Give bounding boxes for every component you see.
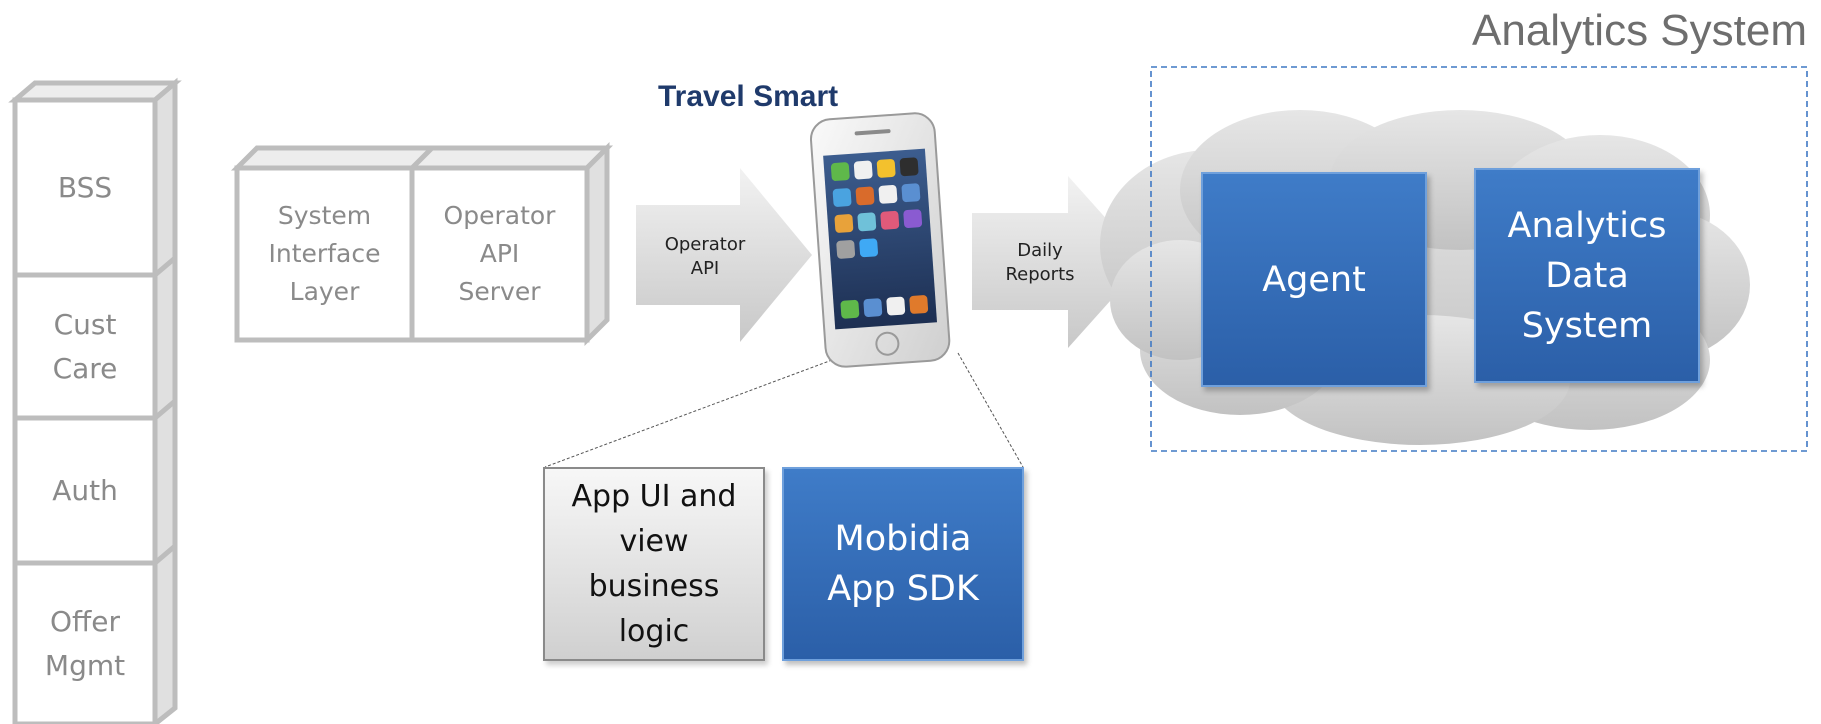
analytics-data-system-box: Analytics Data System: [1474, 168, 1700, 383]
auth-label: Auth: [52, 473, 118, 507]
travel-smart-title: Travel Smart: [658, 80, 839, 113]
daily-reports-arrow-label: Daily Reports: [1005, 240, 1075, 285]
middle-boxes-frame: [230, 141, 614, 347]
agent-box: Agent: [1201, 172, 1427, 387]
callout-line-left: [544, 359, 833, 468]
mobidia-sdk-label: Mobidia App SDK: [827, 519, 979, 609]
bss-label: BSS: [57, 170, 113, 204]
operator-api-arrow-label: Operator API: [664, 234, 746, 279]
system-interface-layer-label: System Interface Layer: [268, 201, 381, 306]
offer-mgmt-label: Offer Mgmt: [44, 604, 126, 682]
app-icons: [830, 157, 929, 319]
app-ui-box: App UI and view business logic: [543, 467, 765, 661]
operator-api-arrow: [636, 168, 812, 342]
agent-label: Agent: [1262, 259, 1366, 300]
mobidia-sdk-box: Mobidia App SDK: [782, 467, 1024, 661]
cust-care-label: Cust Care: [52, 307, 118, 385]
analytics-data-system-label: Analytics Data System: [1507, 205, 1667, 346]
smartphone-icon: [809, 112, 951, 368]
left-stack-frame: [8, 77, 182, 724]
operator-api-server-label: Operator API Server: [443, 201, 556, 306]
analytics-system-title: Analytics System: [1472, 6, 1807, 55]
daily-reports-arrow: [972, 176, 1145, 348]
app-ui-label: App UI and view business logic: [571, 479, 737, 649]
callout-line-right: [957, 352, 1024, 468]
